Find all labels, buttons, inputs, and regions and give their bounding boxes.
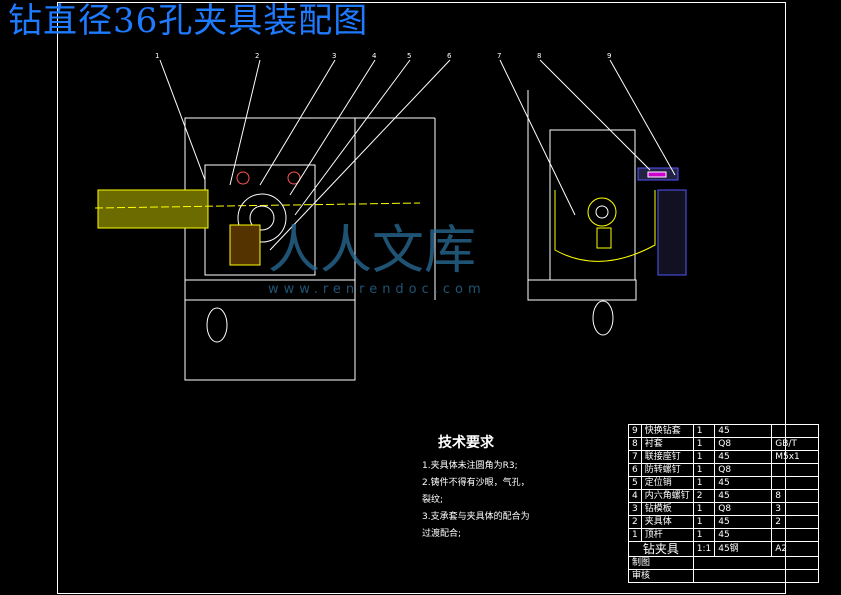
balloon-2: 2 xyxy=(255,52,259,60)
bom-no: 7 xyxy=(628,450,642,464)
tech-line: 3.支承套与夹具体的配合为 xyxy=(422,512,530,522)
drawing-frame xyxy=(57,2,786,594)
bom-qty: 1 xyxy=(692,528,716,542)
scale: 1:1 xyxy=(692,541,716,557)
bom-note: 2 xyxy=(771,515,820,529)
watermark-url: www.renrendoc.com xyxy=(268,282,486,297)
bom-mat: Q8 xyxy=(714,502,773,516)
watermark: 人人文库 www.renrendoc.com xyxy=(268,220,486,298)
bom-note: M5x1 xyxy=(771,450,820,464)
bom-qty: 1 xyxy=(692,502,716,516)
leader-lines xyxy=(159,59,676,251)
bom-name: 钻模板 xyxy=(640,502,694,516)
bom-mat: Q8 xyxy=(714,463,773,477)
bom-qty: 2 xyxy=(692,489,716,503)
bom-no: 9 xyxy=(628,424,642,438)
drawing-title: 钻直径36孔夹具装配图 xyxy=(8,1,369,41)
drawn-by-label: 制图 xyxy=(628,556,694,570)
bom-mat: 45 xyxy=(714,424,773,438)
bom-no: 8 xyxy=(628,437,642,451)
balloon-4: 4 xyxy=(372,52,377,60)
balloon-labels: 1 2 3 4 5 6 7 8 9 xyxy=(155,52,611,60)
bom-name: 快换钻套 xyxy=(640,424,694,438)
bom-note xyxy=(771,463,820,477)
balloon-3: 3 xyxy=(332,52,336,60)
checked-by-label: 审核 xyxy=(628,569,694,583)
bom-name: 联接座钉 xyxy=(640,450,694,464)
tech-line: 1.夹具体未注圆角为R3; xyxy=(422,461,518,471)
tech-heading: 技术要求 xyxy=(438,435,494,451)
bom-qty: 1 xyxy=(692,424,716,438)
bom-name: 内六角螺钉 xyxy=(640,489,694,503)
bom-note xyxy=(771,528,820,542)
watermark-logo: 人人文库 xyxy=(268,221,477,281)
bom-mat: 45 xyxy=(714,450,773,464)
balloon-5: 5 xyxy=(407,52,411,60)
bom-no: 5 xyxy=(628,476,642,490)
balloon-6: 6 xyxy=(447,52,452,60)
bom-no: 6 xyxy=(628,463,642,477)
bom-no: 3 xyxy=(628,502,642,516)
bom-qty: 1 xyxy=(692,437,716,451)
bom-note: 3 xyxy=(771,502,820,516)
bom-no: 1 xyxy=(628,528,642,542)
bom-qty: 1 xyxy=(692,463,716,477)
bom-mat: Q8 xyxy=(714,437,773,451)
tech-line: 裂纹; xyxy=(422,495,444,505)
bom-qty: 1 xyxy=(692,515,716,529)
balloon-7: 7 xyxy=(497,52,501,60)
title-block-row: 钻夹具 1:1 45钢 A2 xyxy=(628,541,820,557)
bom-qty: 1 xyxy=(692,450,716,464)
bom-name: 防转螺钉 xyxy=(640,463,694,477)
bom-mat: 45 xyxy=(714,515,773,529)
bom-note xyxy=(771,476,820,490)
bom-note: 8 xyxy=(771,489,820,503)
bom-note xyxy=(771,424,820,438)
balloon-1: 1 xyxy=(155,52,159,60)
balloon-9: 9 xyxy=(607,52,611,60)
bom-qty: 1 xyxy=(692,476,716,490)
bom-name: 夹具体 xyxy=(640,515,694,529)
tech-line: 2.铸件不得有沙眼，气孔， xyxy=(422,478,530,488)
bom-name: 顶杆 xyxy=(640,528,694,542)
part-name: 钻夹具 xyxy=(628,541,694,557)
material: 45钢 xyxy=(714,541,773,557)
side-view xyxy=(527,90,687,336)
bom-mat: 45 xyxy=(714,489,773,503)
bom-name: 定位销 xyxy=(640,476,694,490)
sheet-size: A2 xyxy=(771,541,820,557)
balloon-8: 8 xyxy=(537,52,541,60)
bom-mat: 45 xyxy=(714,476,773,490)
tech-line: 过渡配合; xyxy=(422,529,462,539)
bom-no: 2 xyxy=(628,515,642,529)
front-view xyxy=(94,117,436,381)
bom-no: 4 xyxy=(628,489,642,503)
technical-requirements: 技术要求 1.夹具体未注圆角为R3; 2.铸件不得有沙眼，气孔， 裂纹; 3.支… xyxy=(422,434,530,543)
bom-mat: 45 xyxy=(714,528,773,542)
bom-name: 衬套 xyxy=(640,437,694,451)
bom-note: GB/T xyxy=(771,437,820,451)
